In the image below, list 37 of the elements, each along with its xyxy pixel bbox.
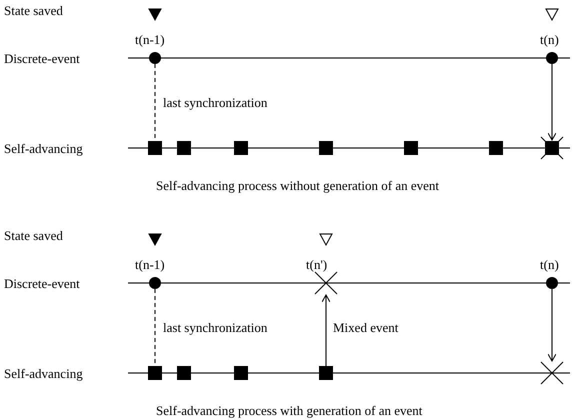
time-label: t(n): [540, 257, 559, 272]
step-square: [319, 366, 333, 380]
marker-label: State saved: [4, 3, 63, 18]
panel-caption: Self-advancing process with generation of an event: [156, 403, 422, 418]
event-dot: [149, 52, 161, 64]
step-square: [319, 141, 333, 155]
time-label: t(n): [540, 32, 559, 47]
edge-label: Mixed event: [333, 320, 398, 335]
step-square: [489, 141, 503, 155]
arrow: [548, 64, 556, 140]
dashed-line: [154, 64, 156, 140]
arrow: [548, 288, 556, 362]
step-square: [177, 366, 191, 380]
marker-label: State saved: [4, 228, 63, 243]
cross-mark: [540, 362, 564, 384]
edge-label: last synchronization: [163, 95, 268, 110]
edge-label: last synchronization: [163, 320, 268, 335]
step-square: [234, 141, 248, 155]
time-label: t(n'): [306, 257, 328, 272]
event-dot: [546, 277, 558, 289]
event-dot: [546, 52, 558, 64]
arrow: [322, 294, 330, 366]
row-label: Discrete-event: [4, 276, 80, 291]
step-square: [404, 141, 418, 155]
dashed-line: [154, 288, 156, 366]
time-label: t(n-1): [135, 32, 165, 47]
step-square: [234, 366, 248, 380]
row-label: Discrete-event: [4, 51, 80, 66]
cross-mark: [314, 272, 338, 294]
row-label: Self-advancing: [4, 141, 83, 156]
panel-caption: Self-advancing process without generation of an event: [156, 178, 440, 193]
step-square: [148, 141, 162, 155]
row-label: Self-advancing: [4, 366, 83, 381]
event-dot: [149, 277, 161, 289]
step-square: [148, 366, 162, 380]
time-label: t(n-1): [135, 257, 165, 272]
step-square: [177, 141, 191, 155]
